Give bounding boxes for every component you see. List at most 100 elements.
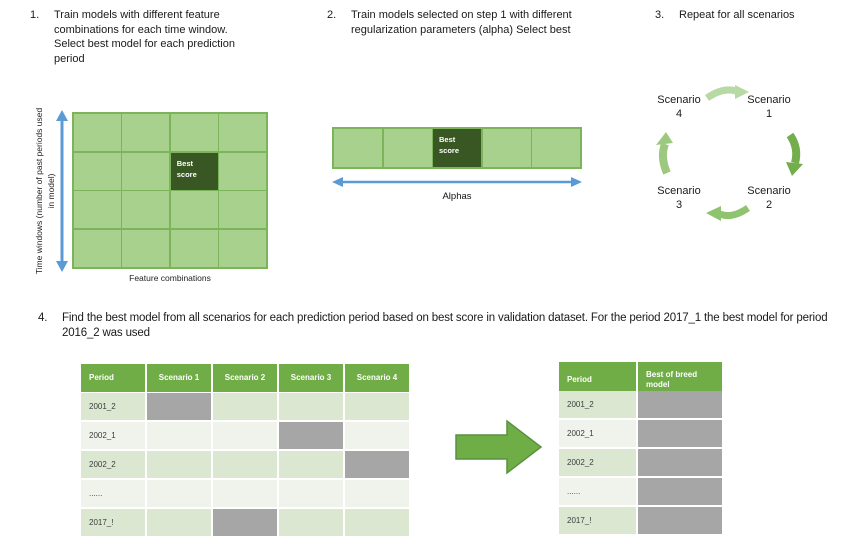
scenario-cell [147,422,211,449]
table-header-cell: Scenario 2 [213,364,277,392]
scenario-cell [345,393,409,420]
scenario-cell [345,509,409,536]
step-4-text: Find the best model from all scenarios f… [62,312,828,340]
scenario-1-label: Scenario [747,94,791,106]
period-cell: 2017_! [81,509,145,536]
scenario-cell [213,451,277,478]
scenario-cell [279,480,343,507]
grid-cell [74,191,121,229]
scenario-cell [147,509,211,536]
period-cell: 2002_2 [81,451,145,478]
best-score-label: Best score [439,135,460,156]
scenario-cell [345,480,409,507]
period-cell: 2002_1 [81,422,145,449]
grid-cell [122,152,170,190]
grid-cell [170,114,218,152]
grid-cell [219,114,266,152]
cycle-arrow-left-icon [656,132,673,175]
scenario-cell [213,422,277,449]
grid-cell [74,229,121,267]
scenario-3-node: Scenario 3 [638,184,720,213]
feature-grid: Best score [72,112,268,269]
best-score-cell: Best score [170,152,218,190]
best-score-label: Best score [176,158,197,179]
grid-cell [170,191,218,229]
step-3-text: Repeat for all scenarios [679,9,795,21]
grid-cell [219,152,266,190]
best-model-cell [638,391,722,418]
scenario-cell [279,393,343,420]
scenario-4-label: Scenario [657,94,701,106]
scenario-cell [345,422,409,449]
vertical-double-arrow-icon [56,110,68,272]
scenario-2-label: Scenario [747,185,791,197]
scenario-cell [147,480,211,507]
step-3: 3. Repeat for all scenarios [655,8,849,23]
period-cell: 2002_2 [559,449,636,476]
step-2-text: Train models selected on step 1 with dif… [351,9,572,36]
step-3-number: 3. [655,9,665,21]
horizontal-double-arrow-icon [332,177,582,187]
scenario-cell [213,393,277,420]
best-model-cell [638,478,722,505]
period-cell: ...... [559,478,636,505]
scenario-2-number: 2 [765,199,773,212]
scenario-1-number: 1 [765,108,773,121]
period-cell: 2001_2 [559,391,636,418]
step-2: 2. Train models selected on step 1 with … [327,8,596,37]
grid-cell [219,229,266,267]
step-4-number: 4. [38,312,48,324]
grid-cell [219,191,266,229]
scenario-4-number: 4 [675,108,683,121]
scenario-1-node: Scenario 1 [728,93,810,122]
alpha-cell [532,129,580,167]
best-model-cell [638,420,722,447]
scenario-3-label: Scenario [657,185,701,197]
step-4: 4. Find the best model from all scenario… [38,311,854,341]
scenario-cell [147,451,211,478]
period-cell: 2001_2 [81,393,145,420]
selected-scenario-cell [147,393,211,420]
selected-scenario-cell [345,451,409,478]
grid-cell [74,114,121,152]
x-axis-label: Feature combinations [129,273,211,283]
period-cell: ...... [81,480,145,507]
step-1-number: 1. [30,9,40,21]
alpha-cell [383,129,432,167]
scenario-cell [279,509,343,536]
scenario-4-node: Scenario 4 [638,93,720,122]
step-2-number: 2. [327,9,337,21]
table-header-cell: Scenario 1 [147,364,211,392]
best-model-cell [638,449,722,476]
step-1-text: Train models with different feature comb… [54,9,235,65]
period-cell: 2002_1 [559,420,636,447]
selected-scenario-cell [213,509,277,536]
big-right-arrow-icon [455,419,543,475]
table-header-cell: Period [81,364,145,392]
grid-cell [74,152,121,190]
scenario-cell [279,451,343,478]
scenario-3-number: 3 [675,199,683,212]
alpha-bar: Best score [332,127,582,169]
selected-scenario-cell [279,422,343,449]
scenario-cell [213,480,277,507]
alphas-label: Alphas [442,191,472,202]
period-cell: 2017_! [559,507,636,534]
cycle-arrow-top-icon [705,85,749,101]
best-model-cell [638,507,722,534]
grid-cell [122,229,170,267]
table-header-cell: Scenario 4 [345,364,409,392]
grid-cell [122,114,170,152]
alpha-cell [482,129,531,167]
best-score-cell: Best score [433,129,481,167]
grid-cell [170,229,218,267]
table-header-cell: Scenario 3 [279,364,343,392]
grid-cell [122,191,170,229]
cycle-arrow-bottom-icon [706,205,750,221]
scenario-2-node: Scenario 2 [728,184,810,213]
cycle-arrow-right-icon [786,132,803,176]
alpha-cell [334,129,382,167]
